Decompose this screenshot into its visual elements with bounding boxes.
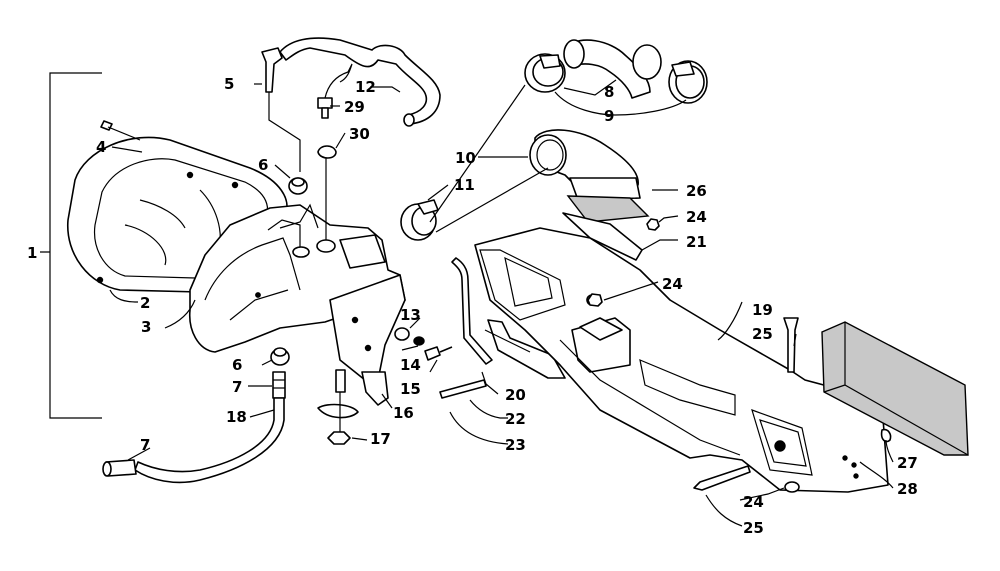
grommet-6-lower bbox=[270, 347, 290, 366]
grommet-30 bbox=[317, 145, 337, 240]
foam-26 bbox=[566, 195, 650, 223]
part-27 bbox=[880, 428, 892, 443]
callout-13: 13 bbox=[400, 306, 421, 324]
fasteners-13-15 bbox=[394, 327, 453, 361]
nut-17 bbox=[317, 369, 359, 445]
callout-14: 14 bbox=[400, 356, 421, 374]
callout-8: 8 bbox=[604, 83, 614, 101]
callout-2: 2 bbox=[140, 294, 150, 312]
elbow-8 bbox=[563, 39, 662, 99]
callout-labels: 1 2 3 4 5 6 6 7 7 8 9 10 11 12 13 14 15 … bbox=[27, 75, 918, 537]
callout-7-upper: 7 bbox=[232, 378, 242, 396]
callout-19: 19 bbox=[752, 301, 773, 319]
callout-25-lower: 25 bbox=[743, 519, 764, 537]
leader-lines bbox=[109, 79, 894, 527]
callout-23: 23 bbox=[505, 436, 526, 454]
callout-10: 10 bbox=[455, 149, 476, 167]
callout-16: 16 bbox=[393, 404, 414, 422]
callout-24-middle: 24 bbox=[662, 275, 683, 293]
callout-5: 5 bbox=[224, 75, 234, 93]
drain-hose-18 bbox=[134, 397, 285, 484]
callout-3: 3 bbox=[141, 318, 151, 336]
clamp-9-left bbox=[524, 53, 566, 93]
callout-4: 4 bbox=[96, 138, 106, 156]
assembly-bracket bbox=[40, 72, 102, 419]
bracket-20 bbox=[484, 319, 566, 379]
airbox-housing bbox=[189, 203, 406, 381]
bolt-25-lower bbox=[693, 465, 751, 491]
bracket-16 bbox=[361, 371, 393, 409]
plate-21 bbox=[562, 212, 643, 261]
callout-26: 26 bbox=[686, 182, 707, 200]
callout-24-lower: 24 bbox=[743, 493, 764, 511]
callout-21: 21 bbox=[686, 233, 707, 251]
screw-4 bbox=[100, 120, 141, 141]
callout-7-lower: 7 bbox=[140, 436, 150, 454]
sensor-29 bbox=[317, 63, 353, 119]
callout-27: 27 bbox=[897, 454, 918, 472]
callout-12: 12 bbox=[355, 78, 376, 96]
callout-11: 11 bbox=[454, 176, 475, 194]
callout-29: 29 bbox=[344, 98, 365, 116]
rod-22 bbox=[451, 257, 493, 365]
callout-24-upper: 24 bbox=[686, 208, 707, 226]
callout-1: 1 bbox=[27, 244, 37, 262]
callout-20: 20 bbox=[505, 386, 526, 404]
bolt-25-upper bbox=[783, 317, 799, 373]
washer-24-lower bbox=[784, 481, 800, 493]
clamp-9-right bbox=[668, 60, 708, 104]
nut-24-middle bbox=[587, 293, 603, 307]
callout-28: 28 bbox=[897, 480, 918, 498]
intake-silencer-19 bbox=[474, 227, 889, 493]
fitting-7-lower bbox=[102, 459, 137, 477]
callout-18: 18 bbox=[226, 408, 247, 426]
callout-6-lower: 6 bbox=[232, 356, 242, 374]
callout-9: 9 bbox=[604, 107, 614, 125]
callout-25-upper: 25 bbox=[752, 325, 773, 343]
callout-30: 30 bbox=[349, 125, 370, 143]
breather-hose-12 bbox=[279, 37, 441, 127]
fitting-5 bbox=[261, 47, 301, 172]
callout-15: 15 bbox=[400, 380, 421, 398]
foam-28-face bbox=[823, 322, 969, 456]
clamp-11 bbox=[400, 199, 439, 241]
callout-22: 22 bbox=[505, 410, 526, 428]
intake-elbow-10 bbox=[529, 129, 641, 201]
fitting-7-upper bbox=[272, 371, 286, 399]
screw-23 bbox=[439, 379, 487, 399]
nut-24-upper bbox=[646, 218, 660, 231]
callout-6-upper: 6 bbox=[258, 156, 268, 174]
callout-17: 17 bbox=[370, 430, 391, 448]
grommet-6-upper bbox=[288, 177, 308, 195]
